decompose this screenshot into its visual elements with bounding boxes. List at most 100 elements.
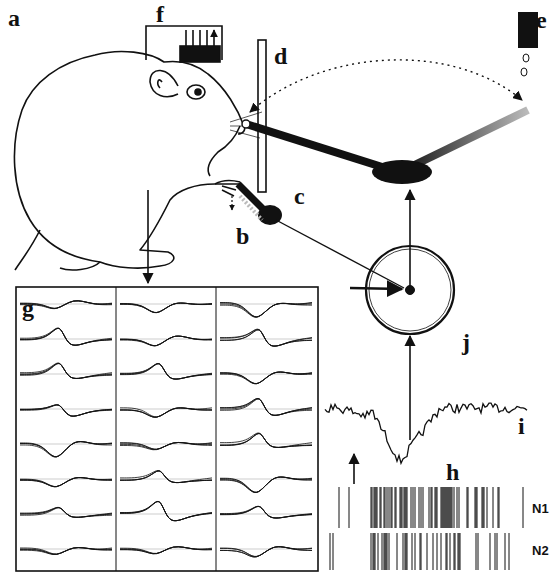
spike-tick [450, 533, 451, 570]
spike-waveform [220, 399, 312, 416]
spike-tick [419, 487, 420, 528]
spike-tick [392, 487, 393, 528]
spike-waveform [20, 478, 112, 487]
spike-waveform [20, 507, 112, 517]
spike-waveform [120, 336, 212, 346]
spike-waveform [20, 478, 112, 487]
spike-tick [441, 487, 442, 528]
spike-waveform [220, 398, 312, 415]
spike-tick [385, 487, 386, 528]
headstage [146, 26, 222, 62]
spike-waveform [20, 548, 112, 555]
spike-waveform [220, 506, 312, 518]
spike-waveform [220, 547, 312, 557]
spike-waveform [20, 442, 112, 457]
spike-tick [385, 533, 386, 570]
spike-waveform [20, 363, 112, 378]
spike-waveform [220, 434, 312, 448]
spike-waveform [220, 477, 312, 492]
spike-tick [372, 487, 373, 528]
spike-waveform [220, 303, 312, 317]
spike-tick [415, 487, 416, 528]
spike-waveform [20, 508, 112, 518]
spike-waveform [120, 303, 212, 312]
spike-waveform [120, 442, 212, 449]
spike-tick [396, 487, 397, 528]
spike-tick [406, 487, 407, 528]
spike-tick [404, 487, 405, 528]
spike-waveform [20, 508, 112, 518]
spike-tick [475, 487, 476, 528]
spike-waveform [220, 303, 312, 317]
spike-tick [375, 487, 376, 528]
barrier-wall [258, 40, 266, 192]
spike-tick [411, 487, 412, 528]
spike-tick [382, 533, 383, 570]
spike-waveform [120, 336, 212, 346]
spike-tick [454, 533, 455, 570]
spike-waveform [20, 548, 112, 555]
spike-waveform [220, 399, 312, 415]
panel-letter: c [294, 184, 305, 208]
spike-tick [459, 487, 460, 528]
spike-tick [490, 533, 491, 570]
spike-tick [450, 487, 451, 528]
spike-tick [495, 533, 496, 570]
spike-tick [384, 533, 385, 570]
spike-tick [436, 487, 437, 528]
spike-waveform [20, 478, 112, 487]
spike-waveform [20, 442, 112, 457]
spike-tick [421, 487, 422, 528]
spike-waveform [220, 303, 312, 317]
spike-tick [445, 487, 446, 528]
spike-waveform [20, 328, 112, 345]
panel-letter: d [274, 44, 287, 68]
spike-waveform [220, 477, 312, 492]
spike-tick [454, 487, 455, 528]
spike-waveform [20, 328, 112, 345]
spike-waveform [20, 478, 112, 487]
spike-waveform [120, 303, 212, 313]
spike-tick [433, 533, 434, 570]
spike-tick [523, 487, 524, 528]
spike-waveform [20, 508, 112, 517]
spike-waveform [220, 433, 312, 447]
spike-tick [478, 533, 479, 570]
spike-waveform [20, 548, 112, 555]
spike-waveform [120, 336, 212, 346]
spike-waveform [120, 442, 212, 449]
spike-tick [476, 533, 477, 570]
spike-tick [405, 533, 406, 570]
spike-tick [423, 487, 424, 528]
spike-tick [499, 487, 500, 528]
spike-waveform [20, 405, 112, 416]
spike-waveform [120, 547, 212, 554]
spike-tick [415, 533, 416, 570]
spike-tick [441, 533, 442, 570]
spike-tick [397, 533, 398, 570]
spike-tick [457, 487, 458, 528]
spike-tick [391, 487, 392, 528]
spike-tick [349, 487, 350, 528]
spike-waveform [220, 329, 312, 346]
spike-tick [437, 487, 438, 528]
spike-waveform [220, 329, 312, 346]
spike-tick [442, 487, 443, 528]
spike-tick [493, 487, 494, 528]
waveform-panel [16, 287, 318, 571]
spike-waveform [120, 501, 212, 520]
spike-tick [476, 487, 477, 528]
spike-waveform [220, 477, 312, 493]
panel-letter: i [518, 414, 525, 438]
spike-tick [333, 533, 334, 570]
spike-tick [437, 533, 438, 570]
spike-waveform [120, 471, 212, 483]
spike-waveform [220, 547, 312, 557]
spike-waveform [120, 408, 212, 417]
spike-tick [443, 487, 444, 528]
spike-waveform [220, 303, 312, 317]
panel-letter: j [462, 330, 470, 354]
neuron-name: N1 [532, 502, 549, 515]
